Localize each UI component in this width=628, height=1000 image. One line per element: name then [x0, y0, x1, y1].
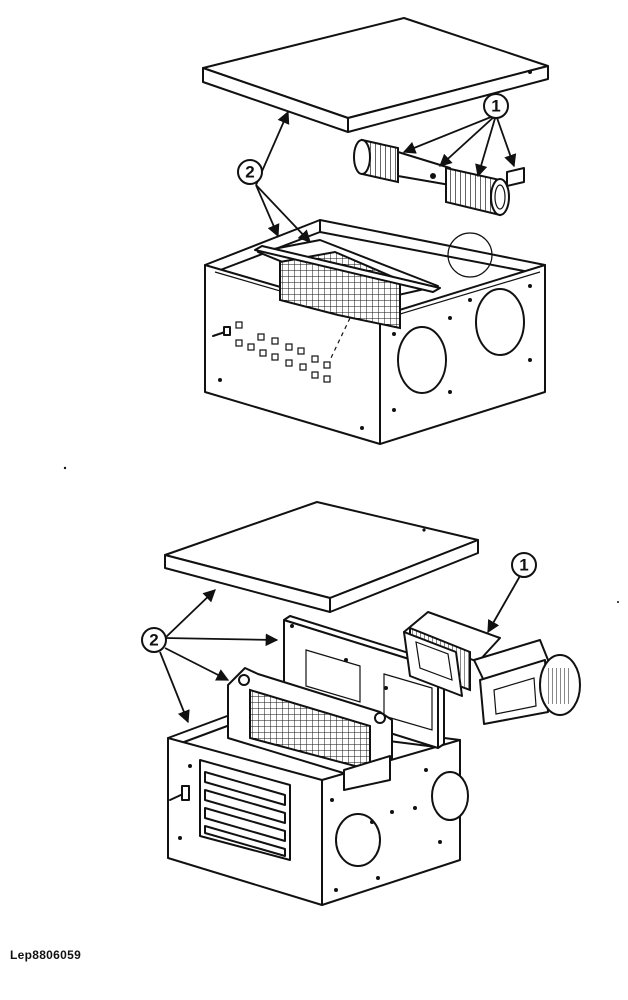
figure-reference-code: Lep8806059	[10, 948, 82, 962]
bottom-blower-motor	[403, 611, 581, 725]
top-view: 1 2	[202, 17, 549, 445]
top-blower-motor	[353, 138, 525, 217]
top-callout-2: 2	[237, 110, 311, 243]
top-callout-1: 1	[402, 93, 517, 178]
bottom-callout-1: 1	[487, 552, 537, 634]
top-housing-box	[204, 219, 546, 445]
top-lid	[202, 17, 549, 133]
bottom-callout-2-label: 2	[149, 631, 158, 650]
bottom-lid	[164, 501, 479, 613]
bottom-callout-1-label: 1	[519, 556, 528, 575]
bottom-filter-element	[227, 667, 393, 791]
top-callout-2-label: 2	[245, 163, 254, 182]
bottom-callout-2: 2	[141, 589, 279, 724]
bottom-louver-vent	[199, 759, 291, 861]
bottom-view: 1 2	[141, 501, 581, 906]
control-switch-array	[235, 321, 331, 383]
top-callout-1-label: 1	[491, 97, 500, 116]
top-filter-element	[254, 239, 441, 361]
bottom-back-plate	[283, 615, 445, 749]
